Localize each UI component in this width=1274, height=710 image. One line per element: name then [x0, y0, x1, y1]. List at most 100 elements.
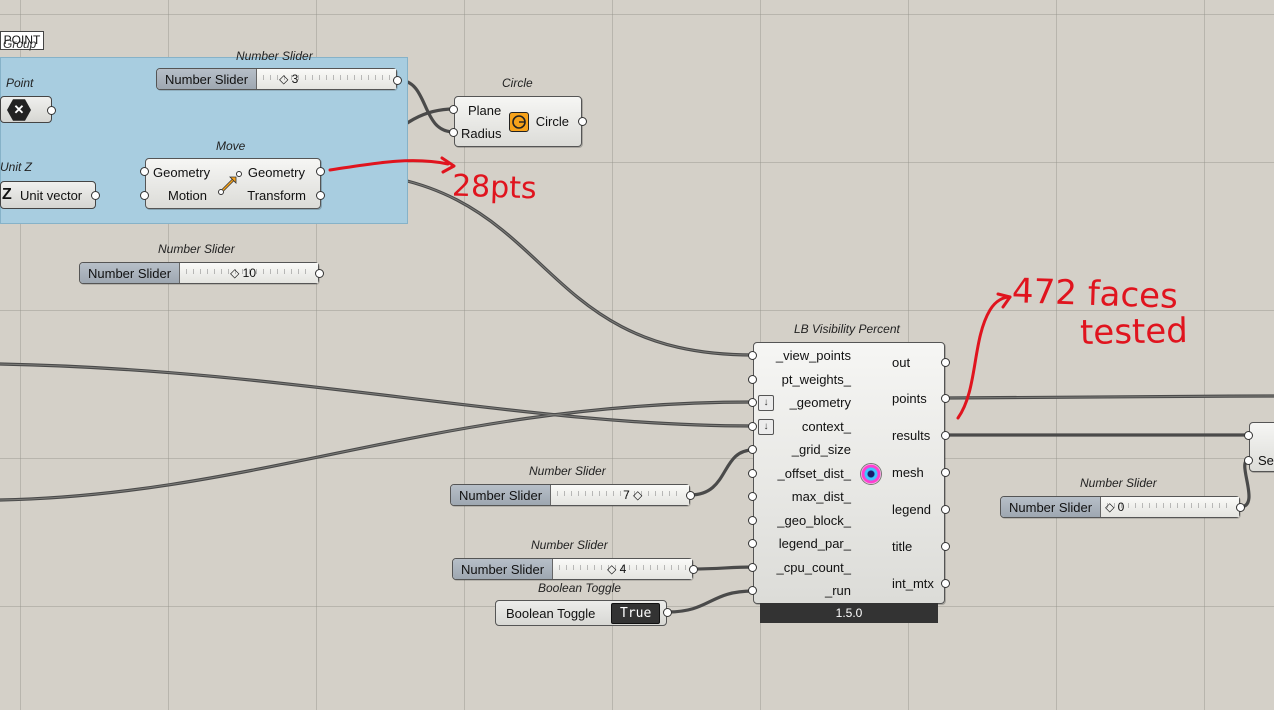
lb-mesh-port[interactable]: [941, 468, 950, 477]
circle-title: Circle: [502, 76, 533, 90]
move-title: Move: [216, 139, 246, 153]
slider-value: ◇ 4: [607, 562, 627, 576]
wire-left-to-geometry: [0, 362, 755, 428]
slider-track[interactable]: ◇ 4: [553, 559, 692, 579]
wire-points-out: [944, 394, 1274, 400]
move-component[interactable]: Geometry Motion Geometry Transform: [145, 158, 321, 209]
move-input-geometry: Geometry: [153, 165, 211, 180]
move-transform-output-port[interactable]: [316, 191, 325, 200]
number-slider-cpu[interactable]: Number Slider ◇ 4: [452, 558, 693, 580]
lb-output-results: results: [892, 428, 931, 443]
lb-input-geo-block: _geo_block_: [777, 513, 851, 528]
lb-points-port[interactable]: [941, 394, 950, 403]
right-component-input-port-2[interactable]: [1244, 456, 1253, 465]
lb-output-mesh: mesh: [892, 465, 924, 480]
circle-icon: [509, 112, 529, 132]
slider-track[interactable]: ◇ 10: [180, 263, 318, 283]
lb-output-points: points: [892, 391, 927, 406]
lb-input-pt-weights: pt_weights_: [781, 372, 851, 387]
boolean-toggle[interactable]: Boolean Toggle True: [495, 600, 667, 626]
circle-output-port[interactable]: [578, 117, 587, 126]
lb-pt-weights-port[interactable]: [748, 375, 757, 384]
lb-max-dist-port[interactable]: [748, 492, 757, 501]
lb-input-context: context_: [801, 419, 851, 434]
ink-472-faces: 472 faces: [1011, 271, 1179, 317]
lb-input-view-points: _view_points: [775, 348, 851, 363]
lb-out-port[interactable]: [941, 358, 950, 367]
move-geometry-input-port[interactable]: [140, 167, 149, 176]
lb-view-points-port[interactable]: [748, 351, 757, 360]
lb-legend-par-port[interactable]: [748, 539, 757, 548]
right-component-label: Sec: [1258, 453, 1274, 468]
lb-offset-dist-port[interactable]: [748, 469, 757, 478]
lb-geo-block-port[interactable]: [748, 516, 757, 525]
unit-z-output-port[interactable]: [91, 191, 100, 200]
lb-geometry-port[interactable]: [748, 398, 757, 407]
circle-radius-input-port[interactable]: [449, 128, 458, 137]
slider-track[interactable]: ◇ 0: [1101, 497, 1239, 517]
slider-track[interactable]: 7 ◇: [551, 485, 689, 505]
geometry-flatten-icon[interactable]: ↓: [758, 395, 774, 411]
lb-grid-size-port[interactable]: [748, 445, 757, 454]
slider-right-output-port[interactable]: [1236, 503, 1245, 512]
number-slider-right[interactable]: Number Slider ◇ 0: [1000, 496, 1240, 518]
slider-top-output-port[interactable]: [393, 76, 402, 85]
number-slider-mid[interactable]: Number Slider ◇ 10: [79, 262, 319, 284]
lb-context-port[interactable]: [748, 422, 757, 431]
number-slider-offset[interactable]: Number Slider 7 ◇: [450, 484, 690, 506]
move-motion-input-port[interactable]: [140, 191, 149, 200]
slider-label: Number Slider: [451, 485, 552, 505]
slider-label: Number Slider: [1001, 497, 1102, 517]
right-component-partial[interactable]: Sec: [1249, 422, 1274, 472]
eye-icon: [860, 463, 882, 485]
slider-track[interactable]: ◇ 3: [257, 69, 396, 89]
point-output-port[interactable]: [47, 106, 56, 115]
lb-legend-port[interactable]: [941, 505, 950, 514]
lb-input-geometry: _geometry: [789, 395, 851, 410]
wire-slider7-to-offset: [688, 448, 755, 497]
lb-output-int-mtx: int_mtx: [892, 576, 934, 591]
move-geometry-output-port[interactable]: [316, 167, 325, 176]
wire-slider4-to-cpu: [691, 565, 755, 571]
lb-title-port[interactable]: [941, 542, 950, 551]
lb-results-port[interactable]: [941, 431, 950, 440]
slider-label: Number Slider: [80, 263, 181, 283]
group-tag[interactable]: POINT: [0, 31, 44, 50]
lb-visibility-percent-component[interactable]: _view_points pt_weights_ _geometry conte…: [753, 342, 945, 604]
lb-visibility-title: LB Visibility Percent: [794, 322, 900, 336]
wire-slider0-to-sec: [1238, 458, 1251, 509]
lb-input-offset-dist: _offset_dist_: [777, 466, 851, 481]
point-title: Point: [6, 76, 34, 90]
wire-toggle-to-run: [666, 589, 755, 614]
toggle-value[interactable]: True: [611, 602, 661, 624]
lb-cpu-count-port[interactable]: [748, 563, 757, 572]
slider-offset-title: Number Slider: [529, 464, 606, 478]
circle-plane-input-port[interactable]: [449, 105, 458, 114]
lb-input-max-dist: max_dist_: [791, 489, 851, 504]
point-param[interactable]: ✕: [0, 96, 52, 123]
unit-vector-param[interactable]: Z Unit vector: [0, 181, 96, 209]
lb-input-grid-size: _grid_size: [791, 442, 851, 457]
lb-int-mtx-port[interactable]: [941, 579, 950, 588]
group-name: Group: [3, 37, 37, 51]
unit-z-prefix: Z: [2, 186, 12, 203]
slider-top-title: Number Slider: [236, 49, 313, 63]
lb-run-port[interactable]: [748, 586, 757, 595]
move-arrow-icon: [218, 171, 242, 195]
circle-input-plane: Plane: [468, 103, 502, 118]
toggle-output-port[interactable]: [663, 608, 672, 617]
context-flatten-icon[interactable]: ↓: [758, 419, 774, 435]
slider-offset-output-port[interactable]: [686, 491, 695, 500]
lb-input-legend-par: legend_par_: [778, 536, 851, 551]
slider-mid-output-port[interactable]: [315, 269, 324, 278]
slider-mid-title: Number Slider: [158, 242, 235, 256]
right-component-input-port-1[interactable]: [1244, 431, 1253, 440]
lb-version-label: 1.5.0: [760, 603, 938, 623]
toggle-title: Boolean Toggle: [538, 581, 621, 595]
circle-component[interactable]: Plane Radius Circle: [454, 96, 582, 147]
lb-input-cpu-count: _cpu_count_: [776, 560, 851, 575]
slider-value: ◇ 3: [279, 72, 299, 86]
slider-cpu-output-port[interactable]: [689, 565, 698, 574]
number-slider-top[interactable]: Number Slider ◇ 3: [156, 68, 397, 90]
unit-z-title: Unit Z: [0, 160, 33, 174]
